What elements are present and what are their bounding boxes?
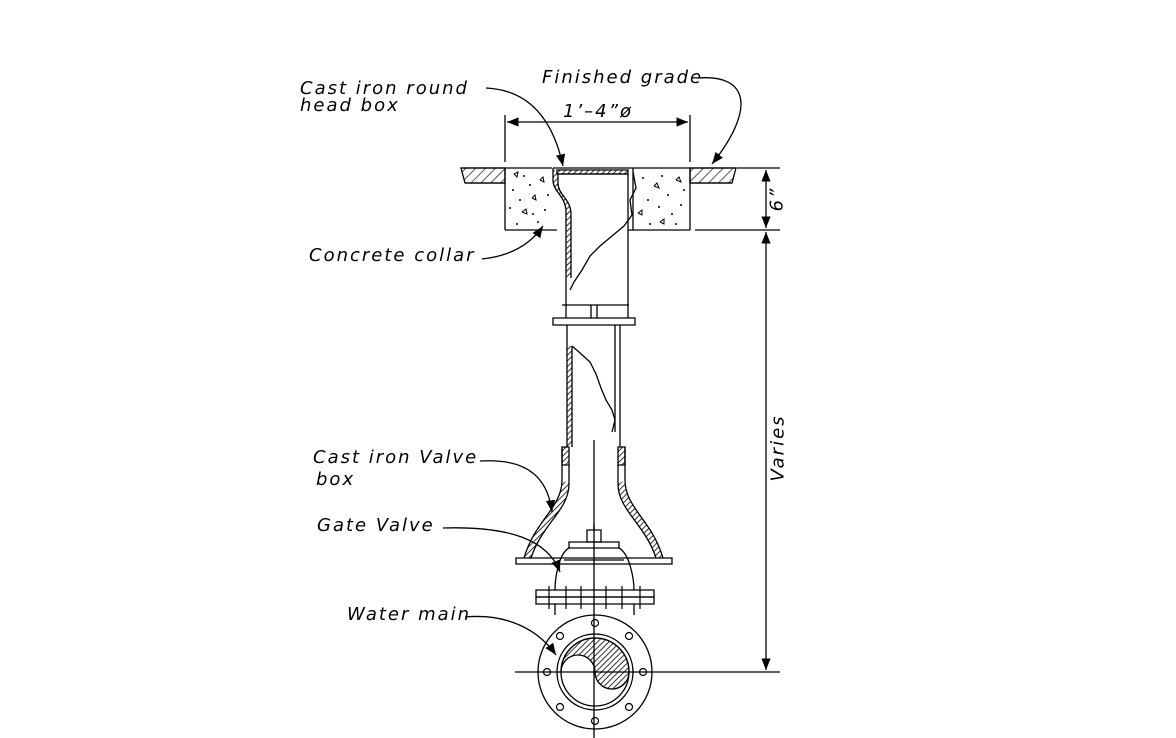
gate-valve xyxy=(536,524,654,615)
gate-valve-label: Gate Valve xyxy=(317,515,435,536)
leader-concrete-collar xyxy=(482,226,543,259)
valve-box-label-line1: Cast iron Valve xyxy=(313,447,479,468)
leader-gate-valve xyxy=(443,528,560,572)
diameter-dimension xyxy=(505,115,690,162)
round-head-box xyxy=(553,168,636,325)
water-main xyxy=(515,615,680,729)
finished-grade-right xyxy=(690,168,736,183)
varies-label: Varies xyxy=(767,414,789,482)
valve-box-bell xyxy=(516,447,672,564)
leader-water-main xyxy=(465,616,556,655)
head-box-label-line1: Cast iron round xyxy=(300,78,469,99)
depth-dimension xyxy=(695,168,780,230)
leader-head-box xyxy=(486,88,566,166)
valve-box-label-line2: box xyxy=(316,469,356,490)
riser-pipe xyxy=(567,325,620,738)
varies-dimension xyxy=(680,232,780,672)
finished-grade-left xyxy=(461,168,505,183)
leader-valve-box xyxy=(480,461,556,512)
diameter-label: 1’–4”ø xyxy=(563,101,633,122)
concrete-collar xyxy=(505,168,690,230)
head-box-label-line2: head box xyxy=(300,95,400,116)
leader-finished-grade xyxy=(698,78,741,164)
finished-grade-label: Finished grade xyxy=(542,67,704,88)
water-main-label: Water main xyxy=(347,604,472,625)
depth-6-label: 6” xyxy=(766,186,788,212)
concrete-collar-label: Concrete collar xyxy=(309,245,476,266)
